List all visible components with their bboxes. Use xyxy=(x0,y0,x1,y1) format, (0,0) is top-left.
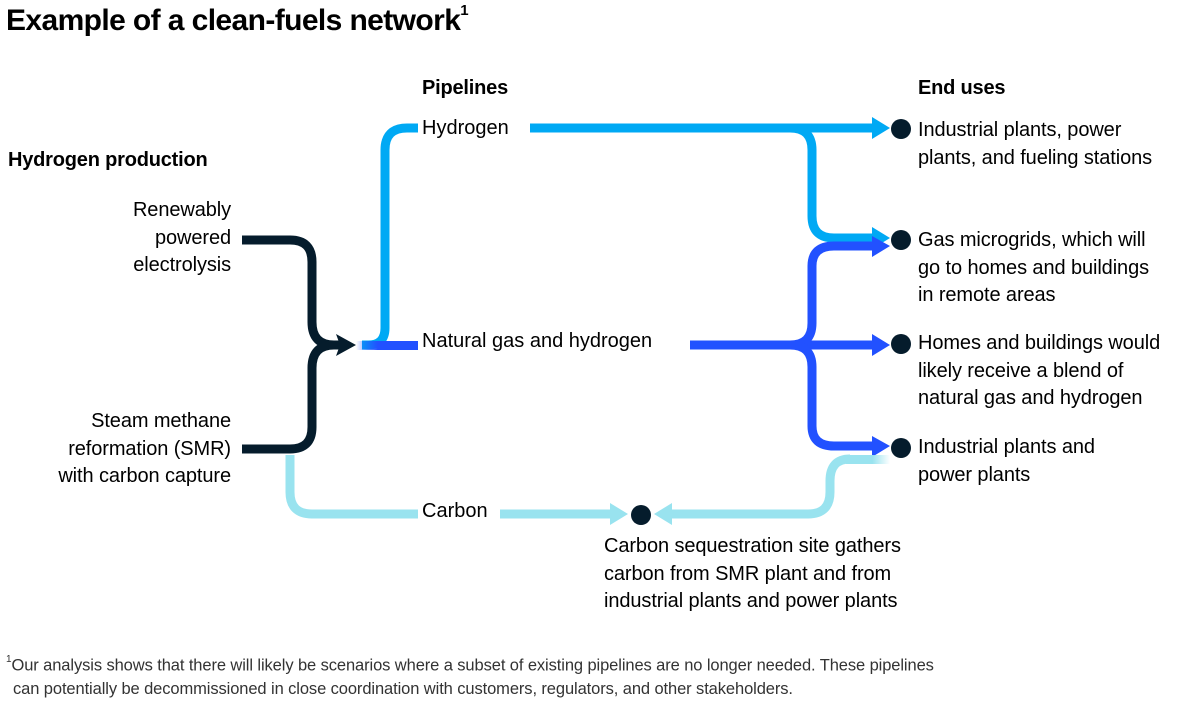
end-use-industrial-fueling-line-2: plants, and fueling stations xyxy=(918,146,1153,169)
footnote-line-1: Our analysis shows that there will likel… xyxy=(11,656,934,675)
blend-branch-industrial xyxy=(789,340,876,451)
end-use-homes: Homes and buildings would likely receive… xyxy=(918,330,1160,413)
end-use-industrial-power: Industrial plants and power plants xyxy=(918,434,1095,489)
production-electrolysis-line-3: electrolysis xyxy=(133,254,231,276)
end-use-microgrids: Gas microgrids, which will go to homes a… xyxy=(918,227,1149,310)
production-electrolysis-line-1: Renewably xyxy=(132,199,231,221)
carbon-pipeline-start xyxy=(285,455,418,519)
end-use-homes-line-3: natural gas and hydrogen xyxy=(918,387,1143,409)
hydrogen-pipeline-start xyxy=(362,123,418,350)
sequestration-line-2: carbon from SMR plant and from xyxy=(604,562,892,585)
end-use-node-industrial-power xyxy=(891,438,911,458)
blend-arrow-industrial xyxy=(872,436,890,457)
production-smr-line-3: with carbon capture xyxy=(58,465,231,487)
blend-arrow-microgrids xyxy=(872,236,890,257)
header-pipelines: Pipelines xyxy=(422,77,509,99)
pipeline-label-carbon: Carbon xyxy=(422,500,488,522)
pipeline-label-blend: Natural gas and hydrogen xyxy=(422,330,653,352)
electrolysis-line xyxy=(242,235,340,350)
hydrogen-arrow-industrial xyxy=(872,117,890,139)
end-use-microgrids-line-2: go to homes and buildings xyxy=(918,256,1149,279)
carbon-arrow-from-smr xyxy=(610,503,628,525)
sequestration-line-3: industrial plants and power plants xyxy=(604,590,898,612)
end-use-node-homes xyxy=(891,334,911,354)
sequestration-label: Carbon sequestration site gathers carbon… xyxy=(604,533,901,616)
carbon-pipeline-from-industry-fade xyxy=(846,455,890,464)
end-use-microgrids-line-3: in remote areas xyxy=(918,284,1056,306)
end-use-homes-line-1: Homes and buildings would xyxy=(918,332,1161,354)
carbon-arrow-from-industry xyxy=(654,503,672,525)
production-electrolysis: Renewably powered electrolysis xyxy=(0,197,231,280)
footnote: 1Our analysis shows that there will like… xyxy=(6,650,934,701)
diagram-title: Example of a clean-fuels network1 xyxy=(6,2,469,38)
end-use-node-microgrids xyxy=(891,230,911,250)
end-use-homes-line-2: likely receive a blend of xyxy=(918,359,1124,382)
title-footnote-marker: 1 xyxy=(460,2,469,19)
end-use-industrial-fueling-line-1: Industrial plants, power xyxy=(918,119,1122,141)
end-use-node-industrial-fueling xyxy=(891,119,911,139)
production-arrow xyxy=(336,334,356,356)
production-smr-line-1: Steam methane xyxy=(91,410,231,432)
end-use-industrial-power-line-2: power plants xyxy=(918,463,1031,486)
smr-line xyxy=(242,340,340,454)
hydrogen-branch-microgrids xyxy=(789,123,876,243)
blend-branch-microgrids xyxy=(789,241,876,350)
footnote-line-2: can potentially be decommissioned in clo… xyxy=(13,679,793,698)
footnote-marker: 1 xyxy=(6,654,12,665)
sequestration-line-1: Carbon sequestration site gathers xyxy=(604,535,901,557)
end-use-industrial-fueling: Industrial plants, power plants, and fue… xyxy=(918,117,1152,172)
header-hydrogen-production: Hydrogen production xyxy=(8,149,208,171)
carbon-pipeline-from-industry xyxy=(668,454,851,519)
sequestration-node xyxy=(631,505,651,525)
end-use-microgrids-line-1: Gas microgrids, which will xyxy=(918,229,1146,251)
header-end-uses: End uses xyxy=(918,77,1006,99)
production-smr: Steam methane reformation (SMR) with car… xyxy=(0,408,231,491)
blend-pipeline-start xyxy=(356,341,418,350)
end-use-industrial-power-line-1: Industrial plants and xyxy=(918,436,1095,458)
production-smr-line-2: reformation (SMR) xyxy=(68,437,231,460)
pipeline-label-hydrogen: Hydrogen xyxy=(422,117,509,139)
production-electrolysis-line-2: powered xyxy=(154,226,231,249)
title-text: Example of a clean-fuels network xyxy=(6,4,461,37)
blend-arrow-homes xyxy=(872,334,890,356)
